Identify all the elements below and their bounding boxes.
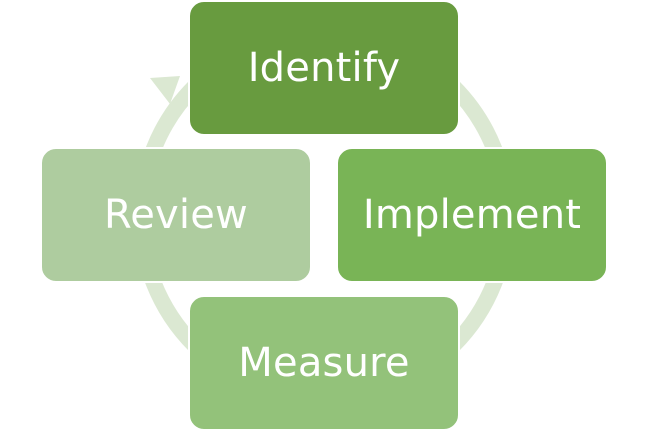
- step-review: Review: [40, 147, 312, 283]
- step-measure: Measure: [188, 295, 460, 431]
- step-implement-label: Implement: [362, 192, 582, 238]
- step-implement: Implement: [336, 147, 608, 283]
- step-measure-label: Measure: [238, 340, 410, 386]
- step-review-label: Review: [104, 192, 248, 238]
- step-identify-label: Identify: [247, 45, 401, 91]
- cycle-arrow-icon: [150, 76, 180, 104]
- step-identify: Identify: [188, 0, 460, 136]
